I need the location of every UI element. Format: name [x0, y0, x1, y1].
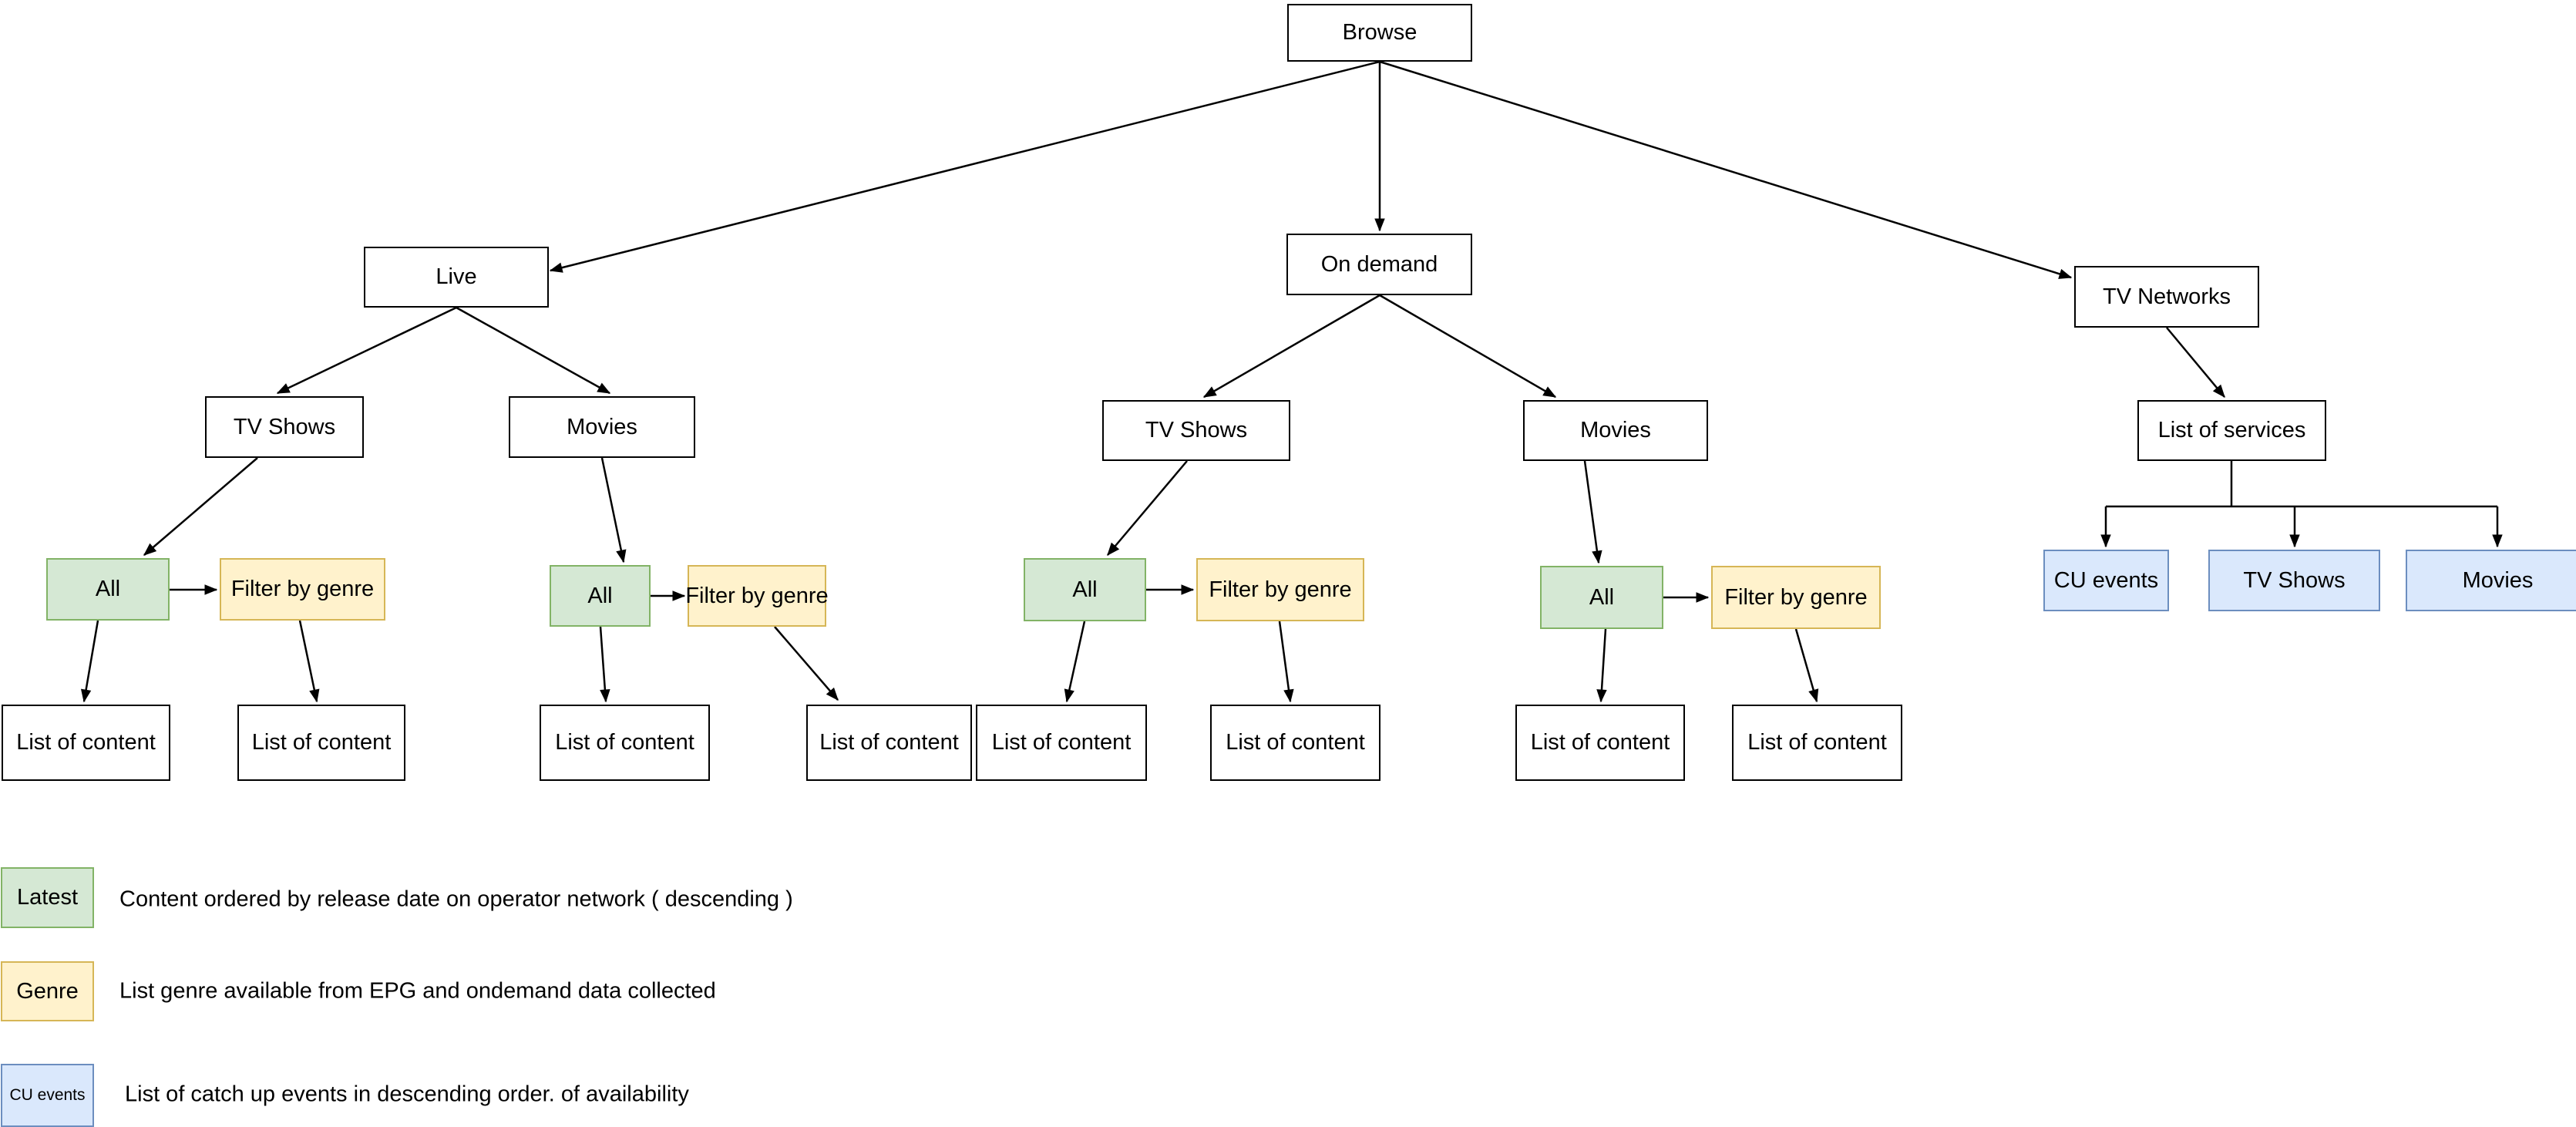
- connector-all3-to-loc5: [1064, 621, 1086, 703]
- connector-filter1-to-loc2: [298, 620, 320, 703]
- node-live: Live: [364, 247, 549, 308]
- node-on-demand: On demand: [1286, 234, 1472, 295]
- node-label: Filter by genre: [685, 583, 829, 608]
- node-loc-5: List of content: [976, 705, 1147, 781]
- connector-od-tv-to-all: [1107, 460, 1188, 557]
- connector-od-to-tv-shows: [1202, 294, 1380, 399]
- connector-all1-to-loc1: [80, 620, 99, 703]
- node-od-movies: Movies: [1523, 400, 1708, 461]
- node-list-of-services: List of services: [2137, 400, 2326, 461]
- node-label: List of content: [1226, 730, 1365, 755]
- node-browse: Browse: [1287, 4, 1472, 62]
- node-label: List of content: [1530, 730, 1670, 755]
- node-filter-od-movies: Filter by genre: [1711, 566, 1881, 629]
- node-loc-7: List of content: [1515, 705, 1685, 781]
- node-live-tv-shows: TV Shows: [205, 396, 364, 458]
- legend-swatch-cu-events: CU events: [1, 1064, 94, 1127]
- node-label: TV Shows: [2243, 567, 2346, 593]
- node-label: Movies: [567, 414, 637, 439]
- node-label: TV Shows: [1145, 418, 1248, 442]
- node-label: Browse: [1342, 20, 1417, 45]
- node-cu-events: CU events: [2043, 550, 2169, 611]
- node-net-movies: Movies: [2406, 550, 2576, 611]
- connector-live-to-tv-shows: [276, 306, 457, 395]
- node-net-tv-shows: TV Shows: [2208, 550, 2380, 611]
- connector-filter4-to-loc8: [1794, 628, 1819, 703]
- connector-tvn-to-services: [2166, 327, 2225, 399]
- node-label: TV Networks: [2103, 284, 2231, 309]
- node-loc-8: List of content: [1732, 705, 1902, 781]
- node-label: Movies: [1580, 418, 1651, 442]
- connector-live-movies-to-all: [600, 457, 627, 564]
- node-label: TV Shows: [233, 414, 336, 439]
- node-label: List of content: [819, 730, 959, 755]
- node-all-od-movies: All: [1540, 566, 1663, 629]
- node-all-live-tv: All: [46, 558, 170, 621]
- node-label: All: [95, 577, 121, 601]
- node-loc-4: List of content: [806, 705, 972, 781]
- legend-description-latest: Content ordered by release date on opera…: [119, 886, 793, 912]
- node-live-movies: Movies: [509, 396, 695, 458]
- node-loc-2: List of content: [237, 705, 405, 781]
- node-filter-od-tv: Filter by genre: [1196, 558, 1364, 621]
- node-loc-3: List of content: [540, 705, 710, 781]
- node-filter-live-tv: Filter by genre: [220, 558, 385, 621]
- node-tv-networks: TV Networks: [2074, 266, 2259, 328]
- connector-od-to-movies: [1379, 294, 1557, 399]
- connector-browse-to-live: [549, 60, 1380, 273]
- node-loc-6: List of content: [1210, 705, 1380, 781]
- node-label: List of content: [1747, 730, 1887, 755]
- node-od-tv-shows: TV Shows: [1102, 400, 1290, 461]
- node-all-od-tv: All: [1024, 558, 1146, 621]
- node-label: Filter by genre: [230, 577, 375, 601]
- connector-filter2-to-loc4: [774, 626, 839, 701]
- legend-swatch-genre: Genre: [1, 961, 94, 1021]
- connector-all4-to-loc7: [1596, 628, 1607, 703]
- node-filter-live-movies: Filter by genre: [685, 565, 829, 627]
- node-label: Filter by genre: [1724, 584, 1868, 610]
- node-label: List of content: [991, 730, 1132, 755]
- connector-filter3-to-loc6: [1278, 621, 1294, 703]
- node-label: CU events: [2053, 567, 2159, 593]
- node-loc-1: List of content: [2, 705, 170, 781]
- node-label: Filter by genre: [1209, 577, 1352, 602]
- node-label: Live: [435, 264, 477, 289]
- node-label: On demand: [1320, 251, 1438, 277]
- node-label: All: [1589, 584, 1615, 610]
- connector-od-movies-to-all: [1583, 460, 1602, 564]
- legend-swatch-label: Latest: [17, 885, 78, 910]
- connector-live-to-movies: [456, 306, 611, 395]
- connector-live-tv-to-all: [143, 457, 258, 556]
- node-label: List of content: [555, 730, 694, 755]
- connector-all2-to-loc3: [599, 626, 610, 703]
- node-label: List of services: [2157, 418, 2306, 442]
- node-label: Movies: [2462, 567, 2534, 593]
- node-label: List of content: [16, 730, 156, 755]
- node-all-live-movies: All: [550, 565, 651, 627]
- node-label: List of content: [251, 730, 392, 755]
- node-label: All: [1072, 577, 1098, 602]
- legend-description-cu-events: List of catch up events in descending or…: [125, 1082, 689, 1107]
- legend-swatch-latest: Latest: [1, 867, 94, 928]
- legend-description-genre: List genre available from EPG and ondema…: [119, 978, 716, 1004]
- connector-browse-to-tv-networks: [1379, 60, 2073, 279]
- legend-swatch-label: Genre: [16, 978, 79, 1004]
- node-label: All: [587, 583, 613, 608]
- legend-swatch-label: CU events: [9, 1086, 86, 1104]
